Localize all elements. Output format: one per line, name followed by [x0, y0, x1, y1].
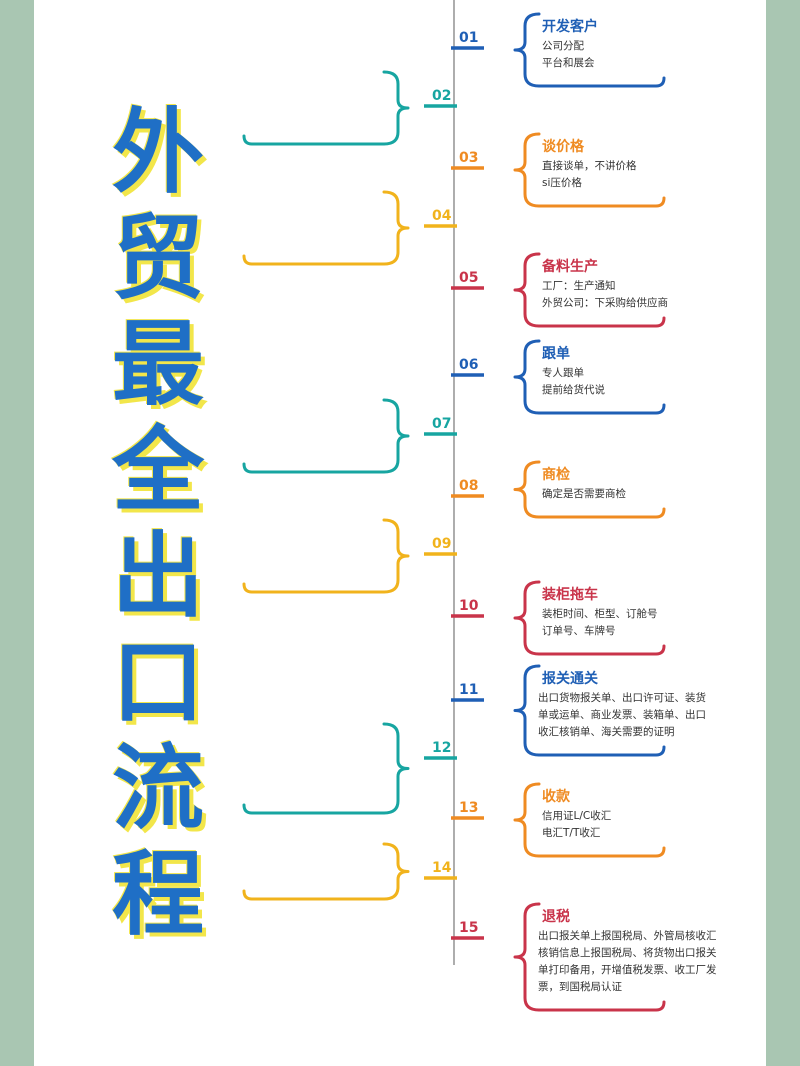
step-detail-line: si压价格 — [542, 177, 582, 189]
step-bracket — [513, 12, 666, 88]
step-bracket — [513, 132, 666, 208]
step-detail-line: 平台和展会 — [542, 57, 595, 69]
step-title: 报关通关 — [542, 671, 598, 687]
step-bracket — [242, 398, 410, 474]
step-detail-line: 单打印备用，开增值税发票、收工厂发 — [538, 964, 717, 976]
step-detail-line: 出口报关单上报国税局、外管局核收汇 — [538, 930, 717, 942]
step-number: 11 — [459, 682, 479, 698]
step-detail-line: 外贸公司：下采购给供应商 — [542, 297, 668, 309]
step-number: 09 — [432, 536, 452, 552]
step-detail-line: 工厂：生产通知 — [542, 280, 616, 292]
step-detail-line: 票，到国税局认证 — [538, 981, 622, 993]
step-bracket — [242, 722, 410, 815]
title-char: 出 — [111, 523, 204, 630]
step-bracket — [513, 902, 666, 1012]
step-number: 10 — [459, 598, 479, 614]
main-title: 外贸最全出口流程 — [98, 100, 218, 948]
step-detail-line: 订单号、车牌号 — [542, 625, 616, 637]
step-detail-line: 电汇T/T收汇 — [542, 827, 601, 839]
title-char: 外 — [111, 99, 204, 206]
step-detail-line: 提前给货代说 — [542, 384, 605, 396]
step-bracket — [513, 580, 666, 656]
step-title: 退税 — [542, 909, 570, 925]
step-title: 装柜拖车 — [542, 587, 598, 603]
title-char: 程 — [111, 841, 204, 948]
step-number: 14 — [432, 860, 452, 876]
step-bracket — [513, 339, 666, 415]
step-number: 01 — [459, 30, 479, 46]
step-detail-line: 出口货物报关单、出口许可证、装货 — [538, 692, 706, 704]
step-number: 08 — [459, 478, 479, 494]
title-char: 口 — [111, 629, 204, 736]
step-bracket — [242, 190, 410, 266]
step-detail-line: 专人跟单 — [542, 367, 584, 379]
step-detail-line: 收汇核销单、海关需要的证明 — [538, 726, 675, 738]
step-detail-line: 直接谈单，不讲价格 — [542, 160, 637, 172]
step-title: 收款 — [542, 789, 570, 805]
step-detail-line: 单或运单、商业发票、装箱单、出口 — [538, 709, 706, 721]
step-number: 12 — [432, 740, 452, 756]
step-detail-line: 核销信息上报国税局、将货物出口报关 — [538, 947, 717, 959]
step-number: 15 — [459, 920, 479, 936]
step-number: 03 — [459, 150, 479, 166]
step-detail-line: 信用证L/C收汇 — [542, 810, 612, 822]
step-number: 05 — [459, 270, 479, 286]
step-title: 商检 — [542, 467, 570, 483]
step-detail-line: 确定是否需要商检 — [542, 488, 626, 500]
step-bracket — [242, 70, 410, 146]
step-title: 跟单 — [542, 346, 570, 362]
step-bracket — [513, 460, 666, 519]
step-bracket — [513, 252, 666, 328]
step-detail-line: 装柜时间、柜型、订舱号 — [542, 608, 658, 620]
step-number: 13 — [459, 800, 479, 816]
title-char: 最 — [111, 311, 204, 418]
step-number: 06 — [459, 357, 479, 373]
step-bracket — [513, 664, 666, 757]
timeline-graphics — [242, 0, 666, 1012]
title-char: 贸 — [111, 205, 204, 312]
step-title: 谈价格 — [542, 139, 584, 155]
step-title: 开发客户 — [542, 19, 598, 35]
title-char: 流 — [111, 735, 204, 842]
step-title: 备料生产 — [542, 259, 598, 275]
step-bracket — [513, 782, 666, 858]
step-bracket — [242, 518, 410, 594]
step-detail-line: 公司分配 — [542, 40, 584, 52]
step-bracket — [242, 842, 410, 901]
step-number: 04 — [432, 208, 452, 224]
step-number: 02 — [432, 88, 452, 104]
step-number: 07 — [432, 416, 452, 432]
title-char: 全 — [111, 417, 204, 524]
